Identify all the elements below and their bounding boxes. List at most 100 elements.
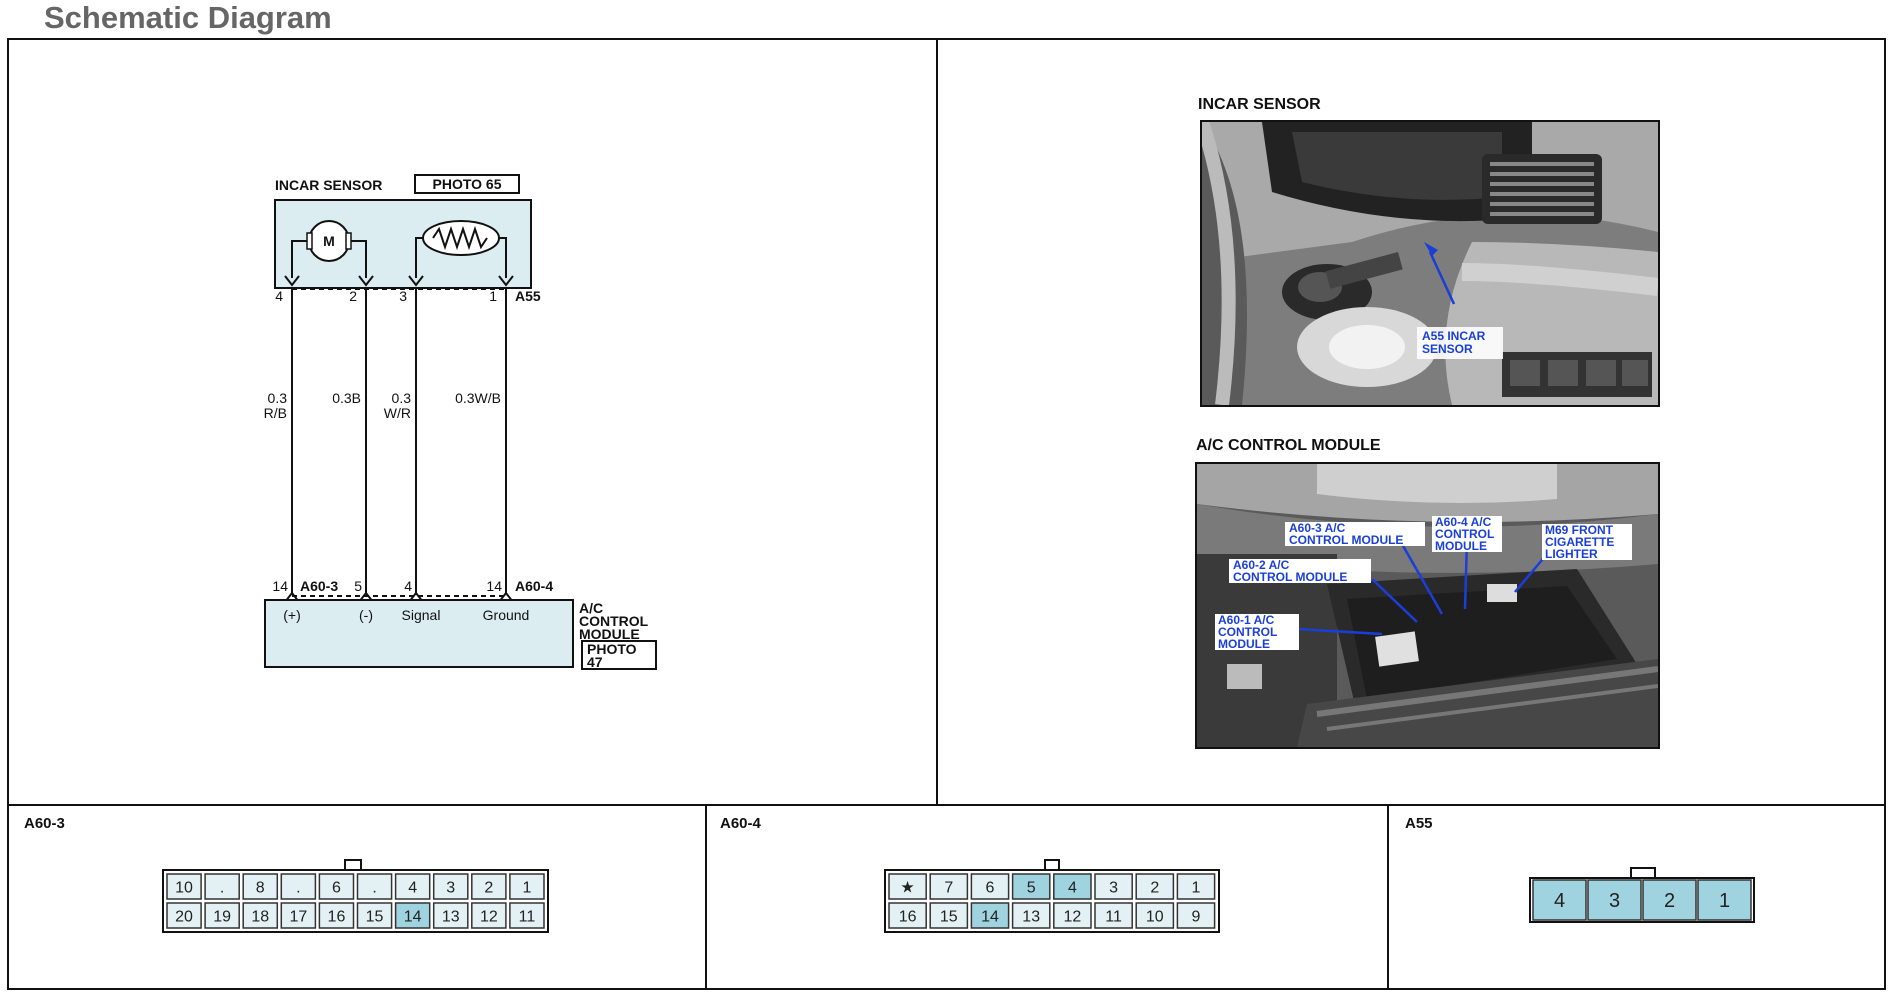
callout-m69-line3: LIGHTER [1545,547,1598,561]
incar-sensor-label: INCAR SENSOR [275,177,382,193]
a60_4-pin-label: 16 [899,909,917,926]
a60_4-pin-label: 14 [981,909,999,926]
a60_3-pin-label: 14 [404,909,422,926]
ac-photo-title: A/C CONTROL MODULE [1196,437,1381,454]
a60_4-pin-label: 1 [1192,880,1201,897]
a60_3-pin-cell [394,873,431,900]
a60_3-pin-label: 1 [522,880,531,897]
a60_3-pin-label: 4 [408,880,417,897]
a60_3-pin-cell [318,902,355,929]
a60_3-pin-cell [432,873,469,900]
a60_4-pin-cell [1094,873,1133,900]
a55-pin-label: 3 [1609,890,1620,912]
a60_4-pin-label: 4 [1068,880,1077,897]
a55-pin-cell [1532,879,1587,921]
sensor-connector-label: A55 [515,288,541,304]
a60_3-pin-cell [166,873,202,900]
incar-sensor-photo: A55 INCAR SENSOR [1200,120,1660,407]
callout-a60-4-line3: MODULE [1435,539,1487,553]
svg-text:M: M [323,233,335,249]
pin-top-2: 2 [349,288,357,304]
terminal-minus: (-) [359,607,373,623]
a60_3-pin-cell [356,902,393,929]
wire-label-3-size: 0.3 [392,390,412,406]
terminal-plus: (+) [283,607,301,623]
a55-pin-cell [1587,879,1642,921]
module-label-line3: MODULE [579,626,640,642]
module-photo-line1: PHOTO [587,641,637,657]
a60_4-pin-label: 10 [1146,909,1164,926]
callout-a60-3-line2: CONTROL MODULE [1289,533,1403,547]
a60_3-pin-label: 16 [328,909,346,926]
ac-module-box [264,599,574,668]
a60_3-pin-cell [280,902,317,929]
a60_3-pin-label: 10 [175,880,193,897]
pin-bottom-4: 4 [404,578,412,594]
a60_4-pin-label: 15 [940,909,958,926]
thermistor-icon [422,220,500,256]
connector-panel-a55 [1387,804,1886,990]
a60_4-pin-cell [1011,902,1051,929]
a60_3-pin-cell [509,873,545,900]
a60_3-pin-label: 20 [175,909,193,926]
a60_4-pin-label: 3 [1109,880,1118,897]
a60_3-pin-label: 8 [256,880,265,897]
callout-a60-2-line1: A60-2 A/C [1233,558,1290,572]
a60_4-pin-label: 5 [1027,880,1036,897]
a60_4-pin-cell [929,902,969,929]
a55-pin-label: 2 [1664,890,1675,912]
a60_3-pin-cell [471,902,507,929]
a60_3-pin-cell [204,873,240,900]
a60_4-pin-cell [1053,902,1092,929]
a60_3-pin-label: 17 [289,909,307,926]
pin-top-3: 3 [399,288,407,304]
a60_4-pin-label: 13 [1022,909,1040,926]
callout-a60-1-line1: A60-1 A/C [1218,613,1275,627]
callout-m69-line1: M69 FRONT [1545,523,1614,537]
a60_4-pin-cell [1094,902,1133,929]
wire-label-1-size: 0.3 [268,390,288,406]
motor-icon: M [306,220,352,262]
a60_4-pin-label: 12 [1064,909,1082,926]
a60_3-pin-label: . [296,880,300,897]
a60_4-pin-label: 11 [1105,909,1122,926]
pin-bottom-5: 5 [354,578,362,594]
a60_3-pin-cell [166,902,202,929]
page-title: Schematic Diagram [44,0,332,35]
terminal-signal: Signal [402,607,441,623]
a60_3-pin-cell [280,873,317,900]
wire-label-2-size: 0.3B [332,390,361,406]
terminal-ground: Ground [483,607,530,623]
a60_4-pin-cell [1176,902,1216,929]
callout-a60-1-line3: MODULE [1218,637,1270,651]
pin-top-1: 1 [489,288,497,304]
connector-a55-title: A55 [1405,815,1433,832]
callout-a60-4-line1: A60-4 A/C [1435,515,1492,529]
module-photo-box [581,640,657,670]
a60_4-pin-cell [1135,902,1175,929]
callout-m69-line2: CIGARETTE [1545,535,1614,549]
a60_3-pin-cell [242,873,279,900]
a60_3-pin-cell [356,873,393,900]
incar-callout-line1: A55 INCAR [1422,329,1486,343]
incar-callout-line2: SENSOR [1422,342,1473,356]
a60_4-pin-cell [929,873,969,900]
callout-a60-3-line1: A60-3 A/C [1289,521,1346,535]
a55-pin-label: 1 [1719,890,1730,912]
a60_4-pin-cell [1135,873,1175,900]
a55-pin-cell [1697,879,1752,921]
a60_4-pin-cell [888,902,927,929]
pin-bottom-14b: 14 [486,578,502,594]
pin-top-4: 4 [275,288,283,304]
callout-a60-2-line2: CONTROL MODULE [1233,570,1347,584]
a60_4-pin-label: 2 [1150,880,1159,897]
pin-bottom-14: 14 [272,578,288,594]
a60_3-pin-cell [432,902,469,929]
module-label-line2: CONTROL [579,613,649,629]
a60_3-pin-cell [394,902,431,929]
a60_3-pin-cell [318,873,355,900]
wire-label-4-size: 0.3W/B [455,390,501,406]
a60_3-pin-label: 2 [484,880,493,897]
